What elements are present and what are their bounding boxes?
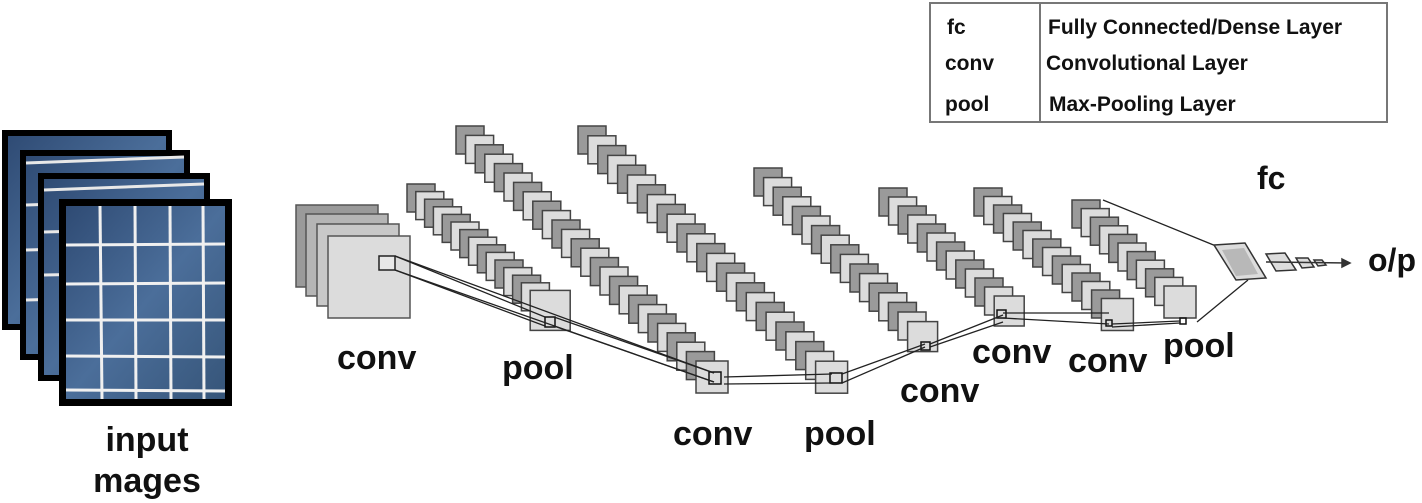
layer-stacks — [406, 125, 1197, 394]
legend-divider — [1039, 4, 1041, 121]
legend-desc-pool: Max-Pooling Layer — [1049, 93, 1236, 116]
label-pool3: pool — [1163, 327, 1235, 365]
conv4-stack — [878, 187, 1025, 327]
label-pool1: pool — [502, 349, 574, 387]
label-conv4: conv — [972, 333, 1051, 371]
conv2-stack — [455, 125, 729, 394]
input-images-stack — [2, 130, 232, 406]
label-conv2: conv — [673, 415, 752, 453]
legend-table: fc Fully Connected/Dense Layer conv Conv… — [929, 2, 1388, 123]
conv4-stack-map — [993, 295, 1025, 327]
conv3-stack — [753, 167, 939, 353]
label-fc: fc — [1257, 160, 1285, 196]
diagram-labels: input mages conv pool conv pool conv con… — [93, 160, 1416, 500]
fc-layers — [1212, 242, 1352, 281]
label-output: o/p — [1368, 242, 1416, 278]
legend-abbr-pool: pool — [945, 93, 990, 116]
pool2-stack — [577, 125, 849, 394]
conv3-stack-map — [906, 320, 939, 353]
pool2-stack-receptive-field — [829, 372, 843, 384]
conv5-stack-receptive-field — [1105, 319, 1113, 327]
label-pool2: pool — [804, 415, 876, 453]
conv1-feature-maps — [295, 204, 411, 319]
connection-lines — [394, 199, 1249, 385]
label-images: mages — [93, 462, 201, 500]
legend-abbr-fc: fc — [947, 16, 966, 39]
pool2-stack-map — [814, 360, 849, 394]
legend-desc-fc: Fully Connected/Dense Layer — [1048, 16, 1343, 39]
label-conv3: conv — [900, 372, 979, 410]
pool1-stack-map — [529, 289, 571, 332]
legend-desc-conv: Convolutional Layer — [1046, 52, 1248, 75]
pool1-stack — [406, 183, 571, 332]
pool3-stack-map — [1163, 285, 1197, 319]
pool3-stack — [1071, 199, 1197, 325]
legend-abbr-conv: conv — [945, 52, 995, 75]
label-input: input — [105, 421, 188, 459]
input-image-4 — [59, 199, 232, 406]
conv5-stack — [973, 187, 1135, 332]
pool3-stack-receptive-field — [1179, 317, 1187, 325]
conv2-stack-receptive-field — [708, 371, 722, 385]
conv4-stack-receptive-field — [996, 309, 1007, 319]
label-conv5: conv — [1068, 342, 1147, 380]
label-conv1: conv — [337, 339, 416, 377]
